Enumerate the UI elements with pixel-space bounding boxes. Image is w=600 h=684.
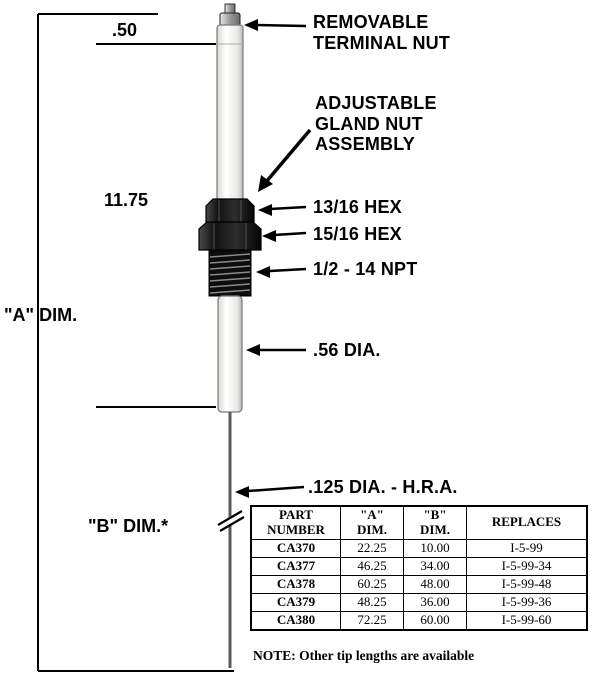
col-a-dim: "A" DIM. bbox=[340, 505, 404, 540]
table-row: CA378 60.25 48.00 I-5-99-48 bbox=[250, 574, 588, 594]
middle-dimension-lines bbox=[96, 43, 216, 408]
b-dim-value: 36.00 bbox=[403, 592, 467, 612]
a-dim-value: 48.25 bbox=[340, 592, 404, 612]
part-number: CA378 bbox=[250, 574, 341, 594]
b-dim-value: 48.00 bbox=[403, 574, 467, 594]
part-number: CA379 bbox=[250, 592, 341, 612]
label-dia-56: .56 DIA. bbox=[313, 340, 381, 360]
table-row: CA379 48.25 36.00 I-5-99-36 bbox=[250, 592, 588, 612]
spec-table: PART NUMBER "A" DIM. "B" DIM. REPLACES C… bbox=[250, 505, 588, 631]
b-dim-value: 60.00 bbox=[403, 610, 467, 631]
dim-050: .50 bbox=[112, 20, 138, 40]
a-dim-value: 60.25 bbox=[340, 574, 404, 594]
b-dim-value: 10.00 bbox=[403, 538, 467, 558]
col-b-dim: "B" DIM. bbox=[403, 505, 467, 540]
break-symbol bbox=[217, 509, 245, 532]
label-dia-125: .125 DIA. - H.R.A. bbox=[308, 477, 458, 497]
table-header-row: PART NUMBER "A" DIM. "B" DIM. REPLACES bbox=[250, 505, 588, 540]
a-dim-value: 22.25 bbox=[340, 538, 404, 558]
label-hex-13-16: 13/16 HEX bbox=[313, 197, 402, 217]
table-row: CA380 72.25 60.00 I-5-99-60 bbox=[250, 610, 588, 631]
label-npt: 1/2 - 14 NPT bbox=[313, 259, 418, 279]
hex-15-16 bbox=[198, 221, 262, 251]
col-part-number: PART NUMBER bbox=[250, 505, 341, 540]
label-gland-nut: ADJUSTABLE GLAND NUT ASSEMBLY bbox=[315, 93, 437, 155]
replaces-value: I-5-99 bbox=[466, 538, 588, 558]
hex-13-16 bbox=[205, 198, 255, 223]
dim-b: "B" DIM.* bbox=[88, 516, 169, 536]
replaces-value: I-5-99-34 bbox=[466, 556, 588, 576]
a-dim-value: 72.25 bbox=[340, 610, 404, 631]
dim-1175: 11.75 bbox=[104, 190, 149, 210]
table-row: CA377 46.25 34.00 I-5-99-34 bbox=[250, 556, 588, 576]
lower-ceramic-insulator bbox=[217, 295, 243, 413]
tip-length-note: NOTE: Other tip lengths are available bbox=[253, 648, 475, 663]
upper-ceramic-insulator bbox=[216, 24, 244, 204]
a-dim-value: 46.25 bbox=[340, 556, 404, 576]
col-replaces: REPLACES bbox=[466, 505, 588, 540]
replaces-value: I-5-99-60 bbox=[466, 610, 588, 631]
terminal-nut bbox=[219, 12, 241, 27]
part-number: CA370 bbox=[250, 538, 341, 558]
a-dimension-lines bbox=[37, 13, 234, 672]
leader-arrows bbox=[235, 19, 312, 498]
part-number: CA377 bbox=[250, 556, 341, 576]
electrode-drawing bbox=[198, 3, 262, 668]
part-number: CA380 bbox=[250, 610, 341, 631]
label-terminal-nut: REMOVABLE TERMINAL NUT bbox=[313, 12, 451, 53]
replaces-value: I-5-99-48 bbox=[466, 574, 588, 594]
b-dim-value: 34.00 bbox=[403, 556, 467, 576]
replaces-value: I-5-99-36 bbox=[466, 592, 588, 612]
dim-a: "A" DIM. bbox=[4, 305, 78, 325]
label-hex-15-16: 15/16 HEX bbox=[313, 224, 402, 244]
table-row: CA370 22.25 10.00 I-5-99 bbox=[250, 538, 588, 558]
